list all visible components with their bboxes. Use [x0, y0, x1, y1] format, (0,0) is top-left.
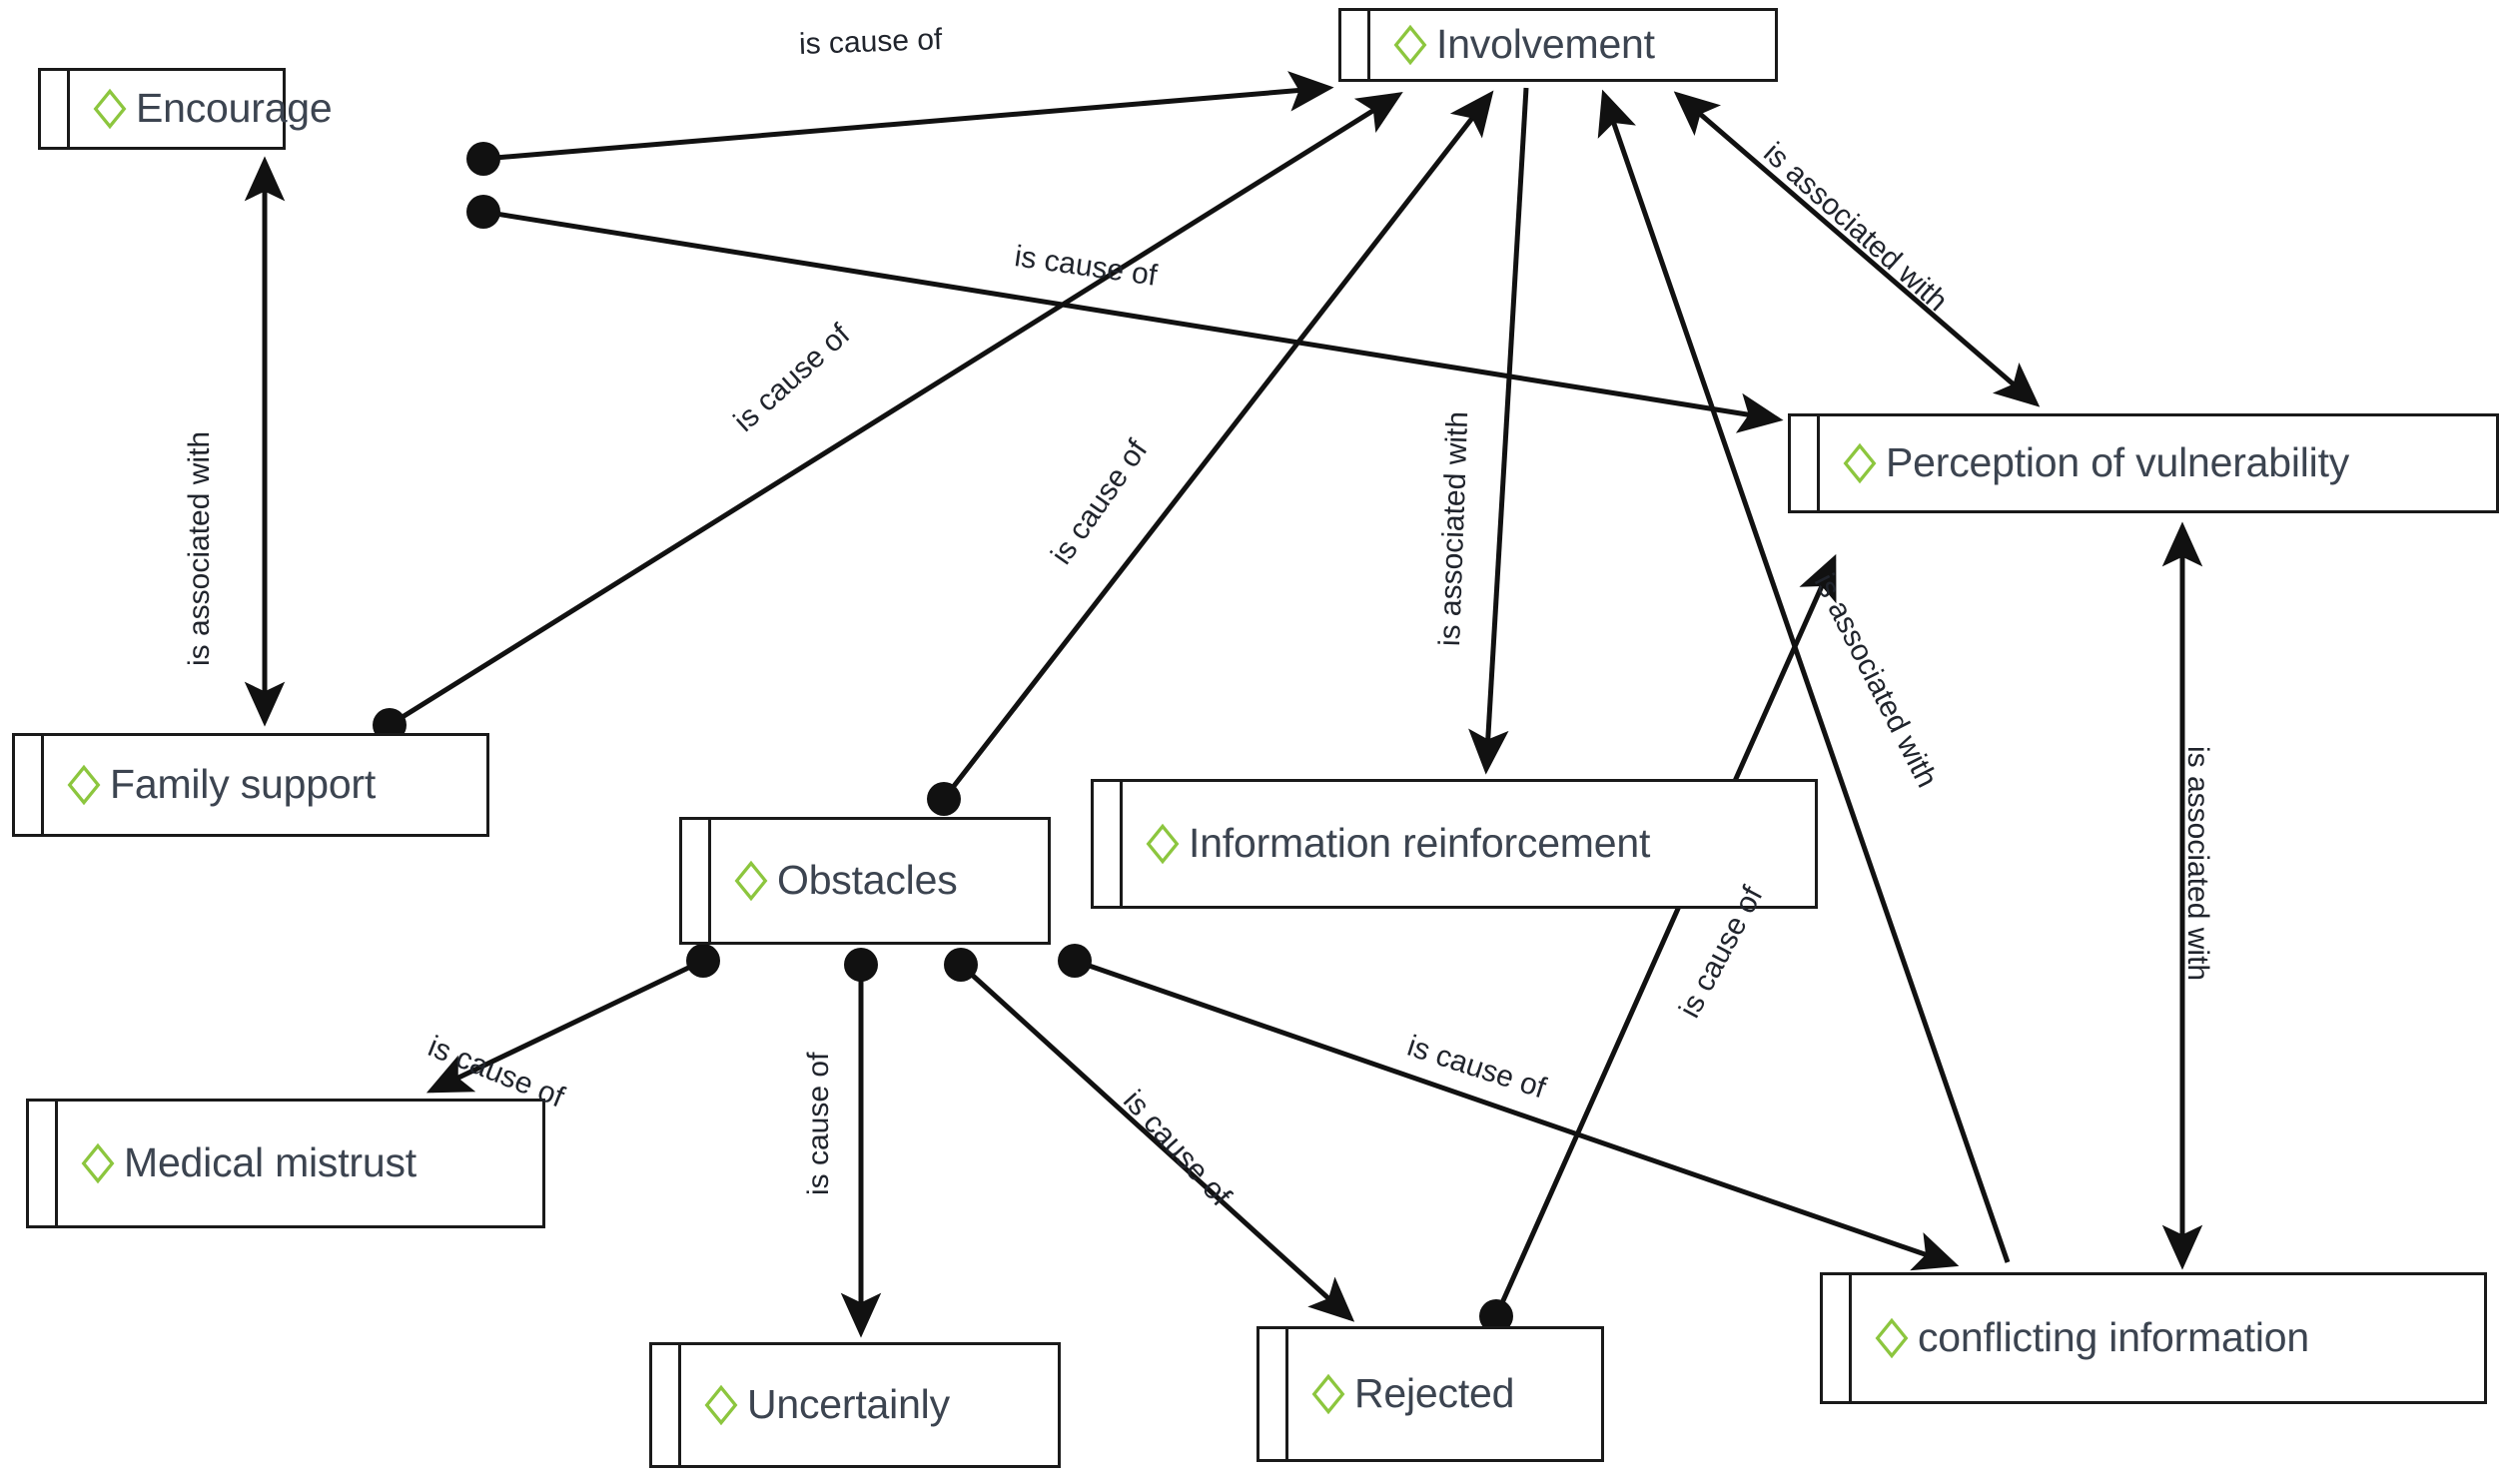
edge-label-encourage-involvement: is cause of	[798, 23, 943, 61]
node-information-reinforcement[interactable]: Information reinforcement	[1091, 779, 1818, 909]
edge-obstacles-conflicting	[1058, 944, 1960, 1271]
edge-encourage-involvement	[466, 71, 1334, 176]
node-body: conflicting information	[1852, 1316, 2484, 1360]
node-body: Information reinforcement	[1123, 822, 1815, 866]
node-gutter	[1791, 416, 1820, 510]
node-body: Family support	[44, 763, 486, 807]
node-body: Obstacles	[711, 859, 1048, 903]
node-gutter	[682, 820, 711, 942]
node-label: Information reinforcement	[1189, 820, 1651, 867]
node-family-support[interactable]: Family support	[12, 733, 489, 837]
edge-label-obstacles-conflicting: is cause of	[1403, 1029, 1550, 1106]
node-label: Obstacles	[777, 857, 958, 904]
node-uncertainly[interactable]: Uncertainly	[649, 1342, 1061, 1468]
edge-obstacles-mistrust	[425, 944, 720, 1094]
node-label: Involvement	[1436, 21, 1655, 68]
node-obstacles[interactable]: Obstacles	[679, 817, 1051, 945]
edge-label-perception-involvement: is associated with	[1757, 136, 1955, 319]
edge-label-obstacles-involvement: is cause of	[1045, 433, 1155, 571]
node-medical-mistrust[interactable]: Medical mistrust	[26, 1099, 545, 1228]
node-gutter	[1341, 11, 1370, 79]
edge-label-involvement-inforeinf: is associated with	[1433, 410, 1475, 647]
edge-perception-involvement	[1673, 91, 2041, 407]
edge-label-encourage-family: is associated with	[183, 430, 216, 666]
node-body: Encourage	[70, 87, 333, 131]
edge-label-obstacles-rejected: is cause of	[1117, 1084, 1238, 1213]
node-body: Involvement	[1370, 23, 1775, 67]
edge-label-perception-conflicting: is associated with	[2181, 746, 2214, 982]
diamond-icon	[704, 1384, 738, 1426]
node-encourage[interactable]: Encourage	[38, 68, 333, 150]
edge-family-involvement	[373, 92, 1403, 742]
node-rejected[interactable]: Rejected	[1256, 1326, 1604, 1462]
node-perception-of-vulnerability[interactable]: Perception of vulnerability	[1788, 413, 2499, 513]
edge-conflicting-involvement	[1597, 89, 2011, 1263]
diamond-icon	[81, 1142, 115, 1184]
edge-label-encourage-perception: is cause of	[1012, 240, 1160, 293]
node-conflicting-information[interactable]: conflicting information	[1820, 1272, 2487, 1404]
edge-inforeinf-rejected	[1479, 553, 1837, 1333]
edge-obstacles-involvement	[927, 90, 1494, 816]
node-label: Family support	[110, 761, 377, 808]
diamond-icon	[1311, 1373, 1345, 1415]
diamond-icon	[734, 860, 768, 902]
node-gutter	[29, 1102, 58, 1225]
node-label: conflicting information	[1918, 1314, 2309, 1361]
node-label: Rejected	[1354, 1370, 1515, 1417]
edge-encourage-perception	[466, 195, 1784, 433]
edge-label-obstacles-uncertainly: is cause of	[802, 1052, 835, 1195]
diamond-icon	[93, 88, 127, 130]
node-body: Rejected	[1288, 1372, 1601, 1416]
diamond-icon	[1843, 442, 1877, 484]
node-gutter	[1259, 1329, 1288, 1459]
diamond-icon	[1875, 1317, 1909, 1359]
diamond-icon	[1146, 823, 1180, 865]
node-involvement[interactable]: Involvement	[1338, 8, 1778, 82]
edge-obstacles-rejected	[944, 948, 1355, 1322]
node-gutter	[1823, 1275, 1852, 1401]
node-gutter	[652, 1345, 681, 1465]
node-label: Medical mistrust	[124, 1139, 417, 1186]
node-body: Medical mistrust	[58, 1141, 542, 1185]
node-body: Uncertainly	[681, 1383, 1058, 1427]
node-gutter	[41, 71, 70, 147]
diamond-icon	[1393, 24, 1427, 66]
node-gutter	[15, 736, 44, 834]
edge-label-conflicting-involvement: is associated with	[1807, 568, 1944, 793]
node-label: Perception of vulnerability	[1886, 439, 2350, 486]
edge-obstacles-uncertainly	[840, 948, 882, 1338]
diamond-icon	[67, 764, 101, 806]
node-gutter	[1094, 782, 1123, 906]
node-body: Perception of vulnerability	[1820, 441, 2496, 485]
edge-involvement-inforeinf	[1468, 87, 1529, 775]
node-label: Uncertainly	[747, 1381, 950, 1428]
node-label: Encourage	[136, 85, 333, 132]
edge-label-family-involvement: is cause of	[727, 318, 857, 438]
